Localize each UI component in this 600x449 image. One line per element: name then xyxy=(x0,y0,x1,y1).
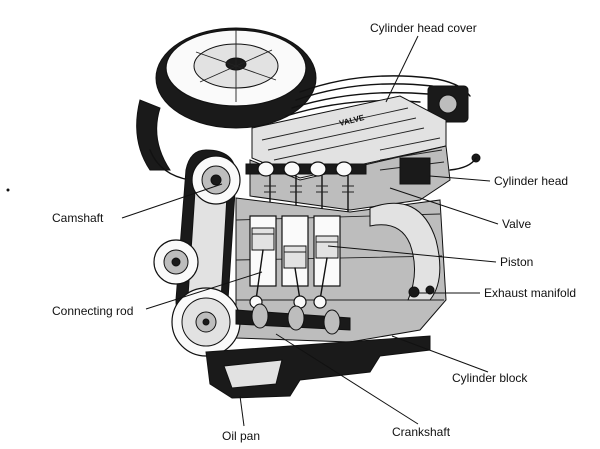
label-oil-pan: Oil pan xyxy=(222,429,260,443)
leader-camshaft xyxy=(121,183,223,219)
label-crankshaft: Crankshaft xyxy=(392,425,451,439)
label-cylinder-head-cover: Cylinder head cover xyxy=(370,21,477,35)
leader-crankshaft xyxy=(275,333,419,425)
air-cleaner xyxy=(136,27,317,181)
part-labels: Cylinder head cover Cylinder head Camsha… xyxy=(52,21,576,443)
leader-cylinder-block xyxy=(391,335,489,373)
leader-valve xyxy=(389,187,499,225)
leader-cylinder-head-cover xyxy=(385,35,419,103)
label-cylinder-block: Cylinder block xyxy=(452,371,528,385)
leader-lines xyxy=(121,35,499,427)
label-cylinder-head: Cylinder head xyxy=(494,174,568,188)
camshaft-shape xyxy=(245,161,367,177)
crankshaft-shape xyxy=(235,303,351,335)
leader-piston xyxy=(327,245,497,263)
leader-cylinder-head xyxy=(429,175,491,182)
scan-speck xyxy=(6,188,10,192)
crank-pulley-shape xyxy=(171,287,241,357)
cylinder-head-shape xyxy=(249,137,481,211)
leader-oil-pan xyxy=(239,395,245,427)
label-connecting-rod: Connecting rod xyxy=(52,304,133,318)
label-piston: Piston xyxy=(500,255,533,269)
exhaust-manifold-shape xyxy=(369,202,441,301)
label-exhaust-manifold: Exhaust manifold xyxy=(484,286,576,300)
label-valve: Valve xyxy=(502,217,531,231)
pistons-shape xyxy=(251,227,339,269)
oil-pan-shape xyxy=(205,335,431,399)
label-camshaft: Camshaft xyxy=(52,211,104,225)
leader-connecting-rod xyxy=(145,271,263,310)
